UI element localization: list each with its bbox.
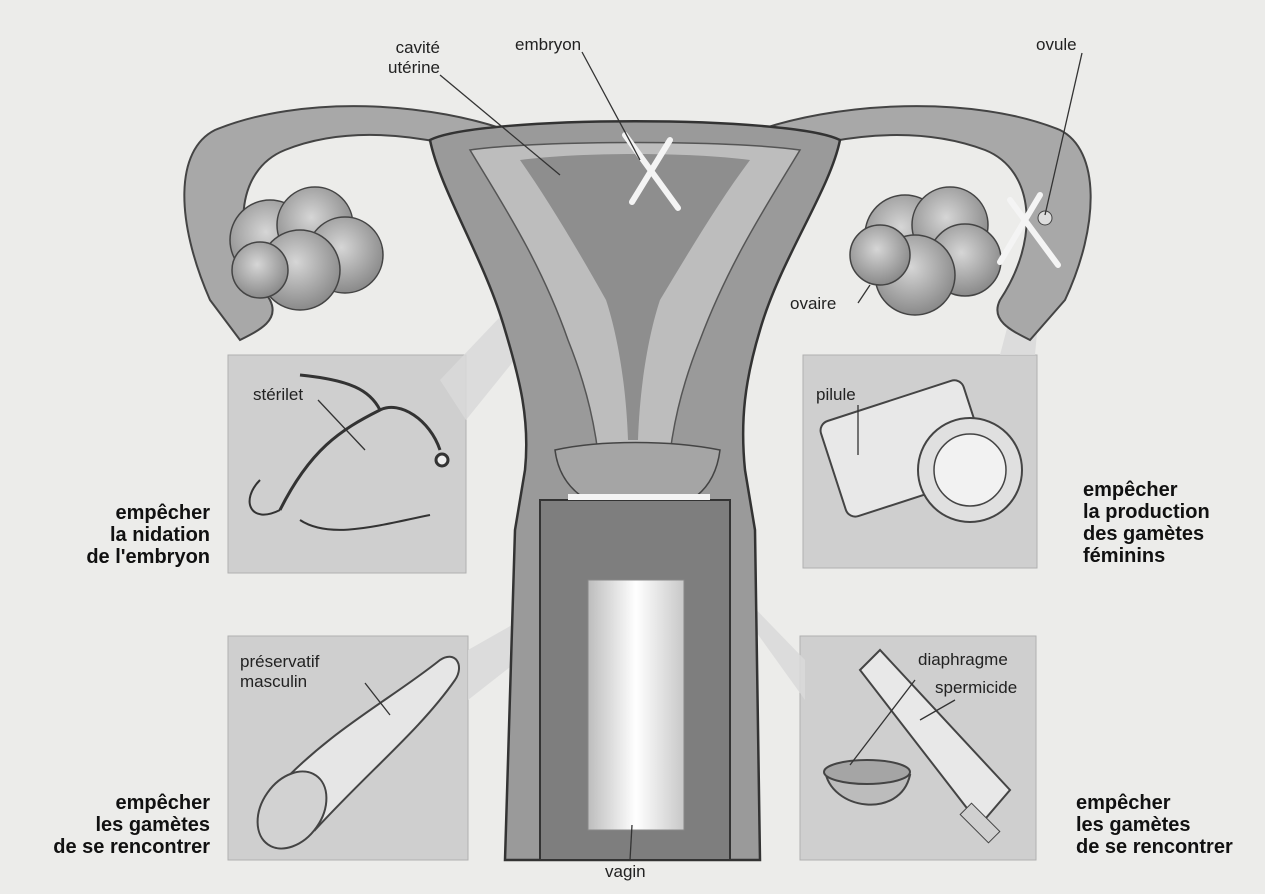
caption-production-line4: féminins bbox=[1083, 545, 1210, 567]
caption-nidation-line3: de l'embryon bbox=[40, 546, 210, 568]
caption-rencontre-right: empêcher les gamètes de se rencontrer bbox=[1076, 792, 1233, 858]
label-preservatif-line1: préservatif bbox=[240, 652, 319, 672]
caption-rencontre-left-line1: empêcher bbox=[20, 792, 210, 814]
label-cavite-line2: utérine bbox=[388, 58, 440, 78]
label-preservatif: préservatif masculin bbox=[240, 652, 319, 692]
caption-nidation: empêcher la nidation de l'embryon bbox=[40, 502, 210, 568]
label-cavite-uterine: cavité utérine bbox=[388, 38, 440, 78]
label-ovaire: ovaire bbox=[790, 294, 836, 314]
caption-rencontre-right-line2: les gamètes bbox=[1076, 814, 1233, 836]
label-pilule: pilule bbox=[816, 385, 856, 405]
condom-barrier-block bbox=[588, 580, 684, 830]
caption-production-line2: la production bbox=[1083, 501, 1210, 523]
caption-rencontre-right-line3: de se rencontrer bbox=[1076, 836, 1233, 858]
caption-production-line1: empêcher bbox=[1083, 479, 1210, 501]
caption-nidation-line1: empêcher bbox=[40, 502, 210, 524]
label-cavite-line1: cavité bbox=[388, 38, 440, 58]
caption-nidation-line2: la nidation bbox=[40, 524, 210, 546]
label-diaphragme: diaphragme bbox=[918, 650, 1008, 670]
label-sterilet: stérilet bbox=[253, 385, 303, 405]
caption-rencontre-left-line3: de se rencontrer bbox=[20, 836, 210, 858]
label-ovule: ovule bbox=[1036, 35, 1077, 55]
label-vagin: vagin bbox=[605, 862, 646, 882]
caption-rencontre-left-line2: les gamètes bbox=[20, 814, 210, 836]
label-embryon: embryon bbox=[515, 35, 581, 55]
ovaire-left bbox=[230, 187, 383, 310]
caption-rencontre-right-line1: empêcher bbox=[1076, 792, 1233, 814]
label-spermicide: spermicide bbox=[935, 678, 1017, 698]
caption-rencontre-left: empêcher les gamètes de se rencontrer bbox=[20, 792, 210, 858]
caption-production: empêcher la production des gamètes fémin… bbox=[1083, 479, 1210, 567]
caption-production-line3: des gamètes bbox=[1083, 523, 1210, 545]
label-preservatif-line2: masculin bbox=[240, 672, 319, 692]
ovaire-right bbox=[850, 187, 1001, 315]
